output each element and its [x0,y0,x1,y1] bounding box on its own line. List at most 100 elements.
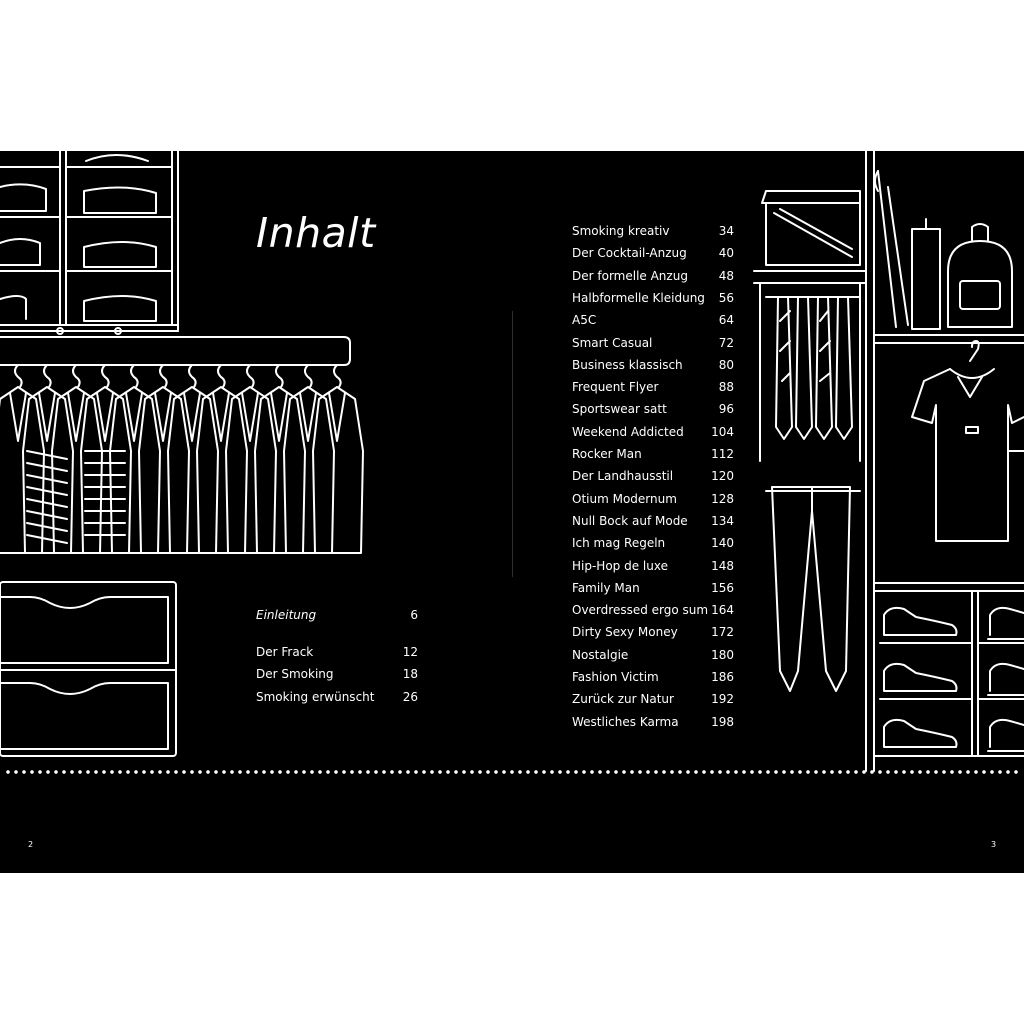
trousers-illustration [765,486,861,692]
toc-entry: Frequent Flyer 88 [572,379,734,395]
toc-entry-page: 180 [711,647,734,662]
toc-entry-title: Frequent Flyer [572,380,659,395]
toc-entry-title: Smart Casual [572,335,653,350]
toc-entry: Smoking kreativ 34 [572,223,734,239]
toc-entry: Der Landhausstil 120 [572,468,734,484]
toc-entry-page: 48 [718,268,734,283]
hat-box-illustration [761,190,861,266]
toc-entry-title: Fashion Victim [572,670,659,684]
toc-entry-title: Business klassisch [572,357,683,372]
toc-entry-title: Null Bock auf Mode [572,513,688,528]
toc-entry-page: 186 [711,670,734,684]
toc-entry-page: 198 [711,714,734,729]
jacket-on-hanger [254,364,306,554]
left-page-number: 2 [28,840,34,849]
toc-entry-title: Ich mag Regeln [572,536,666,551]
toc-entry: Fashion Victim 186 [572,669,734,685]
toc-entry-page: 34 [718,224,734,238]
toc-entry: Ich mag Regeln 140 [572,535,734,551]
toc-entry-page: 56 [718,290,734,305]
jacket-on-hanger [51,364,103,554]
toc-entry-page: 72 [718,335,734,350]
toc-entry-title: Der Landhausstil [572,469,674,484]
jacket-on-hanger [109,364,161,554]
jacket-on-hanger [196,364,248,554]
toc-entry: Westliches Karma 198 [572,714,734,730]
toc-entry-page: 164 [711,603,734,618]
toc-entry-title: Halbformelle Kleidung [572,290,705,305]
toc-entry-title: Der formelle Anzug [572,268,688,283]
toc-entry-page: 64 [718,313,734,328]
toc-entry: Sportswear satt 96 [572,401,734,417]
toc-entry: Halbformelle Kleidung 56 [572,290,734,306]
toc-entry: A5C 64 [572,312,734,328]
toc-entry-page: 134 [711,513,734,528]
dotted-rule [4,770,1020,774]
toc-entry-title: Rocker Man [572,447,642,461]
toc-entry: Zurück zur Natur 192 [572,691,734,707]
toc-entry-title: Smoking erwünscht [256,689,375,704]
toc-entry-page: 96 [718,402,734,417]
toc-entry-page: 192 [711,692,734,707]
tie-rack-illustration [765,296,861,440]
jacket-on-hanger [0,364,45,554]
toc-entry: Nostalgie 180 [572,647,734,663]
toc-entry-title: Der Frack [256,645,314,659]
jacket-on-hanger [22,364,74,554]
toc-entry-page: 148 [711,558,734,573]
toc-entry: Rocker Man 112 [572,446,734,462]
right-page-number: 3 [991,840,997,849]
toc-entry-title: Westliches Karma [572,714,679,729]
page-title: Inhalt [256,209,376,257]
umbrella-illustration [874,170,941,330]
toc-entry: Hip-Hop de luxe 148 [572,558,734,574]
wardrobe-illustration [0,151,1024,772]
toc-entry-title: Weekend Addicted [572,424,684,439]
toc-entry-title: Dirty Sexy Money [572,625,678,640]
toc-entry-page: 88 [718,380,734,395]
toc-entry-page: 6 [410,608,418,622]
toc-entry-title: Zurück zur Natur [572,692,674,707]
toc-entry-title: Nostalgie [572,647,629,662]
toc-entry-title: Overdressed ergo sum [572,603,709,618]
jacket-on-hanger [312,364,364,554]
toc-entry-title: Sportswear satt [572,402,667,417]
toc-entry-page: 172 [711,625,734,640]
toc-entry: Null Bock auf Mode 134 [572,513,734,529]
toc-entry-page: 18 [402,667,418,682]
toc-entry-page: 112 [711,447,734,461]
toc-entry: Der Frack 12 [256,644,418,660]
jacket-on-hanger [283,364,335,554]
backpack-illustration [947,223,1013,328]
toc-entry-title: A5C [572,313,597,328]
shoes-illustration [883,606,1024,752]
left-shelving-unit [0,151,179,335]
toc-entry-page: 12 [402,645,418,659]
toc-entry-title: Family Man [572,580,640,595]
gutter-divider [512,311,513,577]
toc-entry-page: 128 [711,491,734,506]
toc-entry: Der formelle Anzug 48 [572,268,734,284]
toc-entry-title: Hip-Hop de luxe [572,558,668,573]
toc-entry-page: 40 [718,246,734,261]
jacket-on-hanger [225,364,277,554]
left-clothes-rail [0,336,364,554]
toc-entry: Smart Casual 72 [572,335,734,351]
toc-entry-title: Smoking kreativ [572,224,670,238]
polo-shirt-illustration [911,340,1024,542]
toc-entry-page: 120 [711,469,734,484]
jacket-on-hanger [80,364,132,554]
toc-entry: Dirty Sexy Money 172 [572,624,734,640]
toc-entry-page: 140 [711,536,734,551]
right-wardrobe-frame [753,151,1024,772]
left-drawers [0,581,177,757]
